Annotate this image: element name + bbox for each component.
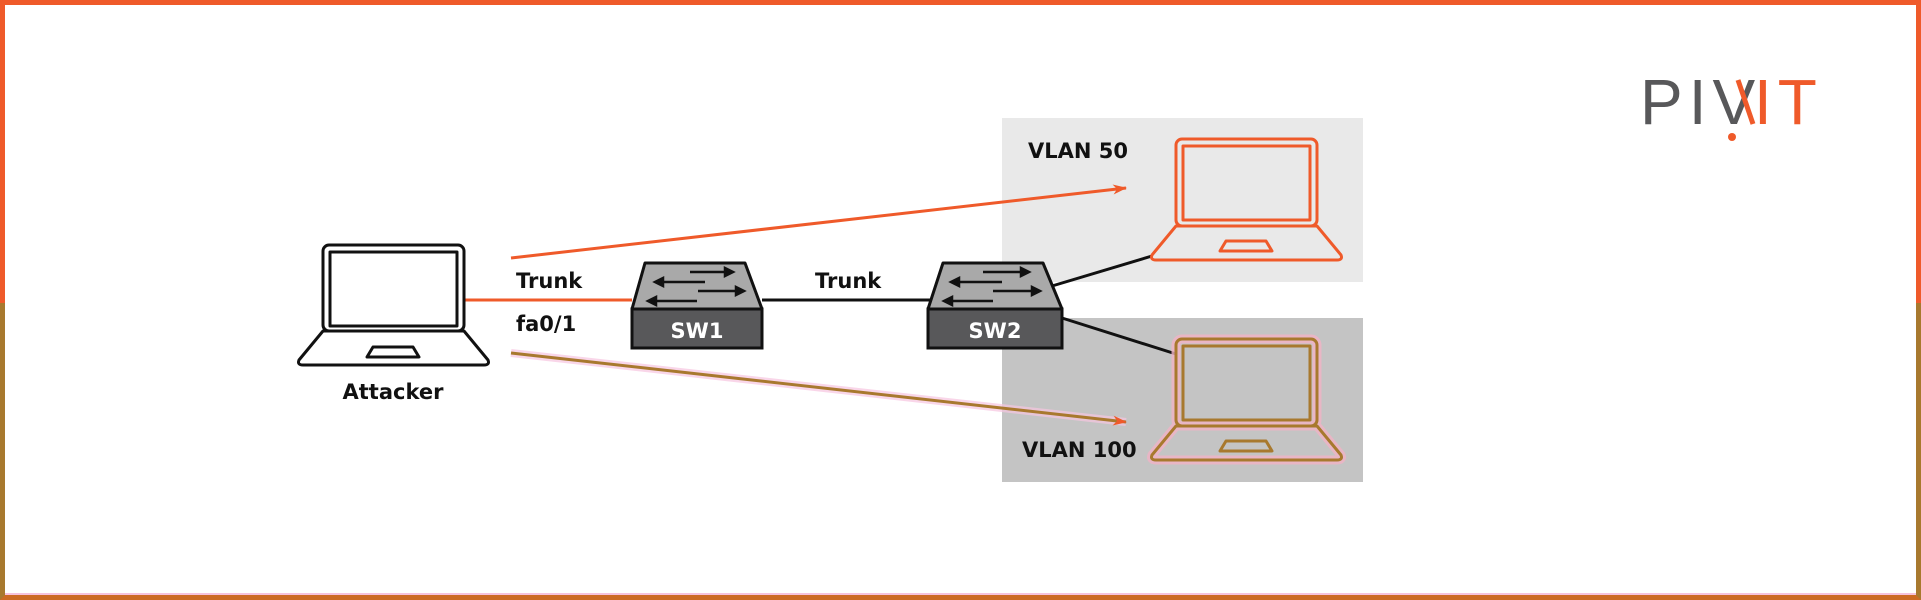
vlan-100-host-laptop-icon[interactable] (1147, 334, 1346, 465)
attack-arrow-vlan50 (510, 184, 1127, 260)
attacker-label: Attacker (343, 380, 445, 404)
logo-slash-icon (1735, 79, 1756, 125)
port-label-fa0-1: fa0/1 (516, 312, 576, 336)
vlan-100-label: VLAN 100 (1022, 438, 1137, 462)
logo-dot-icon (1728, 133, 1736, 141)
attacker-laptop-icon[interactable] (297, 243, 490, 367)
sw2-traffic-arrows-icon (941, 265, 1043, 308)
logo-text-left: PIV (1640, 66, 1761, 138)
sw2-label: SW2 (969, 319, 1022, 343)
sw1-switch-icon[interactable] (630, 261, 764, 350)
link-sw2-vlan50-host (1051, 254, 1153, 288)
link-sw2-vlan100-host (1061, 316, 1177, 356)
trunk-label-sw1-sw2: Trunk (815, 269, 882, 293)
vlan-50-label: VLAN 50 (1028, 139, 1128, 163)
attack-arrow-vlan100 (510, 351, 1127, 426)
frame-border-bottom (0, 303, 1921, 600)
frame-border-top (0, 0, 1921, 303)
sw1-traffic-arrows-icon (645, 265, 747, 308)
logo-text-right: IT (1754, 66, 1823, 138)
vlan-50-host-laptop-icon[interactable] (1150, 137, 1343, 262)
sw1-label: SW1 (671, 319, 724, 343)
pivit-logo: PIV IT (1640, 66, 1823, 141)
sw2-switch-icon[interactable] (926, 261, 1064, 350)
trunk-label-attacker: Trunk (516, 269, 583, 293)
